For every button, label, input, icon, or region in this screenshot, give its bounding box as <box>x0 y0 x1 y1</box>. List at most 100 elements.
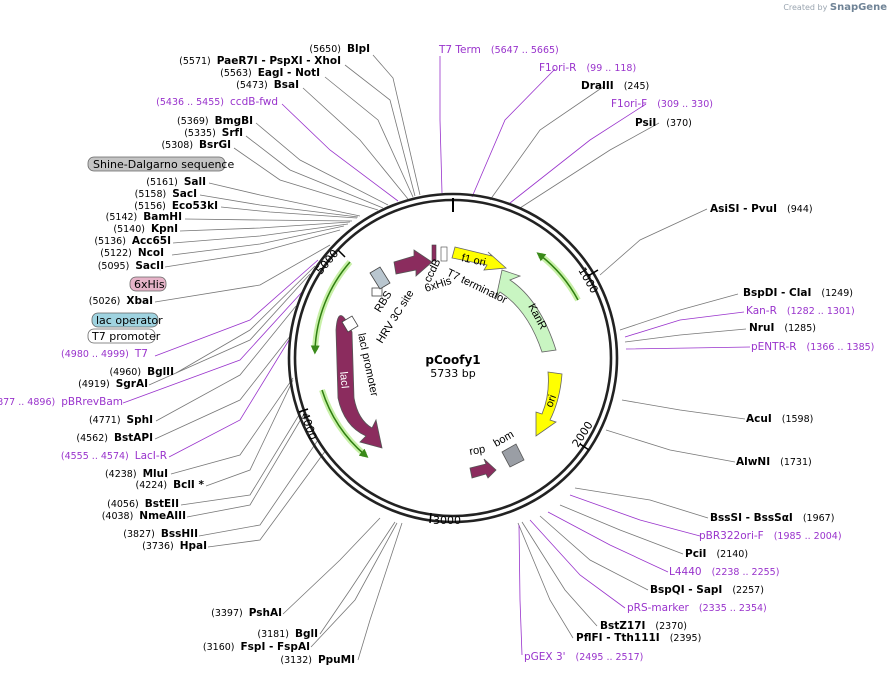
site-laci-r[interactable]: (4555 .. 4574)LacI-R <box>61 450 167 462</box>
site-prs-marker[interactable]: pRS-marker(2335 .. 2354) <box>627 602 767 614</box>
site-label-f1ori-r: F1ori-R(99 .. 118) <box>539 62 636 74</box>
site-label-kan-r: Kan-R(1282 .. 1301) <box>746 305 855 317</box>
site-label-srfi: (5335)SrfI <box>184 127 243 139</box>
site-pbrrevbam[interactable]: (4877 .. 4896)pBRrevBam <box>0 396 123 408</box>
site-label-nrui: NruI(1285) <box>749 322 816 334</box>
site-nrui[interactable]: NruI(1285) <box>749 322 816 334</box>
site-t7-term[interactable]: T7 Term(5647 .. 5665) <box>438 44 559 56</box>
site-bstapi[interactable]: (4562)BstAPI <box>76 432 153 444</box>
site-label-l4440: L4440(2238 .. 2255) <box>669 566 779 578</box>
site-label-acc65i: (5136)Acc65I <box>94 235 171 247</box>
feature-ori[interactable]: ori <box>535 371 563 437</box>
site-acc65i[interactable]: (5136)Acc65I <box>94 235 171 247</box>
snapgene-brand: Created by SnapGene <box>783 2 887 13</box>
site-label-pcii: PciI(2140) <box>685 548 748 560</box>
site-sgrai[interactable]: (4919)SgrAI <box>78 378 148 390</box>
site-xbai[interactable]: (5026)XbaI <box>89 295 153 307</box>
site-fspi-fspai[interactable]: (3160)FspI - FspAI <box>203 641 310 653</box>
site-sphi[interactable]: (4771)SphI <box>89 414 153 426</box>
site-ppumi[interactable]: (3132)PpuMI <box>280 654 355 666</box>
site-psii[interactable]: PsiI(370) <box>635 117 692 129</box>
site-hpai[interactable]: (3736)HpaI <box>142 540 207 552</box>
site-mlui[interactable]: (4238)MluI <box>105 468 168 480</box>
site-pentr-r[interactable]: pENTR-R(1366 .. 1385) <box>751 341 874 353</box>
brand-name: SnapGene <box>829 2 887 13</box>
site-bsteii[interactable]: (4056)BstEII <box>107 498 179 510</box>
site-bspdi-clai[interactable]: BspDI - ClaI(1249) <box>743 287 853 299</box>
site-sacii[interactable]: (5095)SacII <box>98 260 164 272</box>
site-label-bsshii: (3827)BssHII <box>123 528 198 540</box>
tick-label-3000: 3000 <box>433 514 461 527</box>
feature-f1-ori[interactable]: f1 ori <box>451 246 507 271</box>
site-bstz17i[interactable]: BstZ17I(2370) <box>600 620 687 632</box>
site-label-pentr-r: pENTR-R(1366 .. 1385) <box>751 341 874 353</box>
site-f1ori-f[interactable]: F1ori-F(309 .. 330) <box>611 98 713 110</box>
feature-laci[interactable]: lacI <box>335 315 383 449</box>
left-site-labels: (5650)BlpI(5571)PaeR7I - PspXI - XhoI(55… <box>0 43 370 666</box>
right-site-labels: T7 Term(5647 .. 5665) F1ori-R(99 .. 118) D… <box>438 44 874 663</box>
site-l4440[interactable]: L4440(2238 .. 2255) <box>669 566 779 578</box>
site-saci[interactable]: (5158)SacI <box>135 188 197 200</box>
site-bsrgi[interactable]: (5308)BsrGI <box>161 139 231 151</box>
site-label-fspi-fspai: (3160)FspI - FspAI <box>203 641 310 653</box>
site-label-bsai: (5473)BsaI <box>236 79 299 91</box>
site-label-bsrgi: (5308)BsrGI <box>161 139 231 151</box>
site-pgex-3[interactable]: pGEX 3'(2495 .. 2517) <box>524 651 643 663</box>
lac-operator-label: lac operator <box>96 314 163 327</box>
site-bcli[interactable]: (4224)BclI * <box>136 479 205 491</box>
site-f1ori-r[interactable]: F1ori-R(99 .. 118) <box>539 62 636 74</box>
site-alwni[interactable]: AlwNI(1731) <box>736 456 812 468</box>
site-label-pshai: (3397)PshAI <box>211 607 282 619</box>
site-bgli[interactable]: (3181)BglI <box>257 628 318 640</box>
site-eagi-noti[interactable]: (5563)EagI - NotI <box>220 67 320 79</box>
site-label-hpai: (3736)HpaI <box>142 540 207 552</box>
site-draiii[interactable]: DraIII(245) <box>581 80 649 92</box>
site-label-acui: AcuI(1598) <box>746 413 813 425</box>
site-sali[interactable]: (5161)SalI <box>146 176 206 188</box>
site-pcii[interactable]: PciI(2140) <box>685 548 748 560</box>
lac-operator-box[interactable]: lac operator <box>91 312 163 328</box>
shine-dalgarno-box[interactable]: Shine-Dalgarno sequence <box>87 156 234 172</box>
site-label-bspdi-clai: BspDI - ClaI(1249) <box>743 287 853 299</box>
site-bsssi-bsss-i[interactable]: BssSI - BssSαI(1967) <box>710 512 834 524</box>
site-label-pgex-3: pGEX 3'(2495 .. 2517) <box>524 651 643 663</box>
plasmid-length: 5733 bp <box>430 367 475 380</box>
feature-rop[interactable]: rop <box>468 443 497 479</box>
site-label-sphi: (4771)SphI <box>89 414 153 426</box>
site-kan-r[interactable]: Kan-R(1282 .. 1301) <box>746 305 855 317</box>
rop-label: rop <box>468 443 486 458</box>
site-eco53ki[interactable]: (5156)Eco53kI <box>134 200 218 212</box>
site-pbr322ori-f[interactable]: pBR322ori-F(1985 .. 2004) <box>699 530 842 542</box>
site-ccdb-fwd[interactable]: (5436 .. 5455)ccdB-fwd <box>156 96 278 108</box>
site-label-mlui: (4238)MluI <box>105 468 168 480</box>
site-nmeaiii[interactable]: (4038)NmeAIII <box>102 510 186 522</box>
site-label-f1ori-f: F1ori-F(309 .. 330) <box>611 98 713 110</box>
site-srfi[interactable]: (5335)SrfI <box>184 127 243 139</box>
site-label-psii: PsiI(370) <box>635 117 692 129</box>
site-acui[interactable]: AcuI(1598) <box>746 413 813 425</box>
site-bglii[interactable]: (4960)BglII <box>109 366 174 378</box>
site-bsai[interactable]: (5473)BsaI <box>236 79 299 91</box>
leader-lines <box>122 54 751 661</box>
site-label-bmgbi: (5369)BmgBI <box>177 115 253 127</box>
site-blpi[interactable]: (5650)BlpI <box>309 43 370 55</box>
site-pflfi-tth111i[interactable]: PflFI - Tth111I(2395) <box>576 632 701 644</box>
site-bsshii[interactable]: (3827)BssHII <box>123 528 198 540</box>
t7-promoter-box[interactable]: T7 promoter <box>87 328 161 344</box>
site-label-kpni: (5140)KpnI <box>113 223 178 235</box>
t7-promoter-label: T7 promoter <box>91 330 161 343</box>
feature-kanr[interactable]: KanR <box>495 269 557 353</box>
site-paer7i-pspxi-xhoi[interactable]: (5571)PaeR7I - PspXI - XhoI <box>179 55 341 67</box>
site-label-sgrai: (4919)SgrAI <box>78 378 148 390</box>
site-t7[interactable]: (4980 .. 4999)T7 <box>61 348 148 360</box>
6xhis-box[interactable]: 6xHis <box>129 276 167 292</box>
site-label-ccdb-fwd: (5436 .. 5455)ccdB-fwd <box>156 96 278 108</box>
site-asisi-pvui[interactable]: AsiSI - PvuI(944) <box>710 203 813 215</box>
site-pshai[interactable]: (3397)PshAI <box>211 607 282 619</box>
site-bamhi[interactable]: (5142)BamHI <box>106 211 182 223</box>
site-bmgbi[interactable]: (5369)BmgBI <box>177 115 253 127</box>
feature-bom[interactable]: bom <box>492 429 525 468</box>
site-bspqi-sapi[interactable]: BspQI - SapI(2257) <box>650 584 764 596</box>
site-ncoi[interactable]: (5122)NcoI <box>100 247 164 259</box>
site-kpni[interactable]: (5140)KpnI <box>113 223 178 235</box>
